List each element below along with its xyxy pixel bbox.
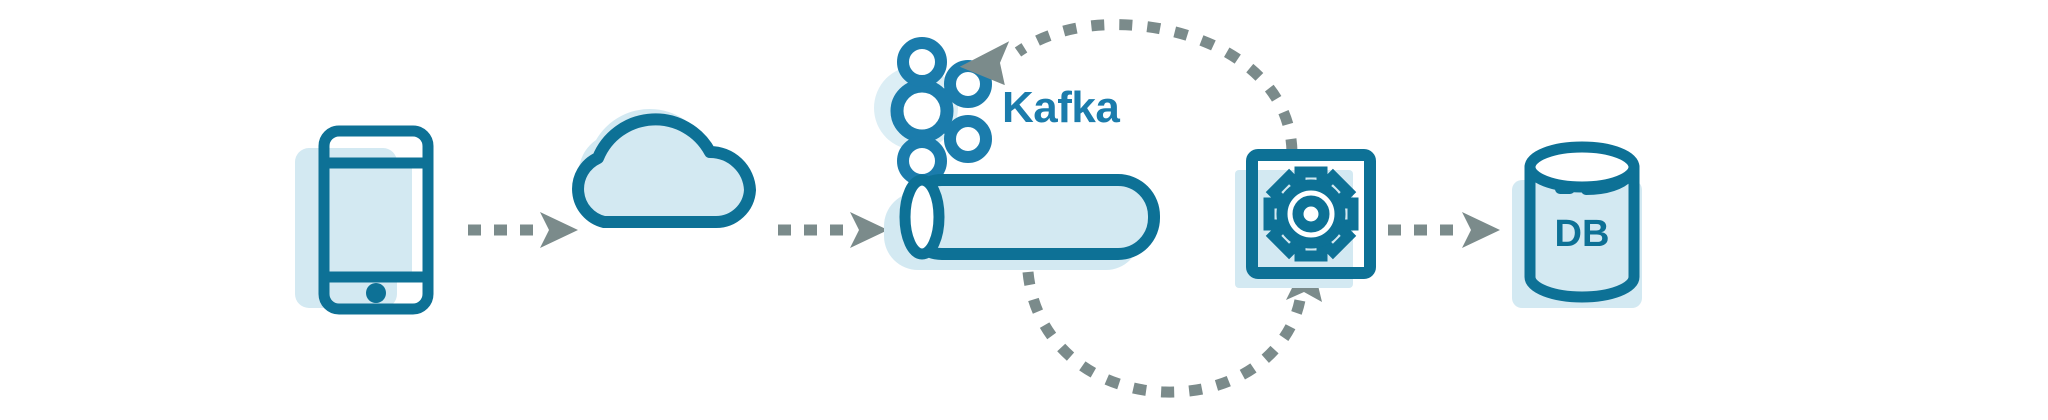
gear-in-box-icon <box>1235 149 1376 288</box>
mobile-phone-body <box>318 125 434 315</box>
processor-box <box>1246 149 1376 279</box>
kafka-logo-node-center <box>890 79 954 143</box>
mobile-phone-icon <box>295 125 434 315</box>
database-label: DB <box>1555 213 1610 255</box>
kafka-logo-icon <box>874 37 992 186</box>
database-side-fill <box>1530 167 1634 297</box>
cloud-icon <box>572 109 756 229</box>
mobile-phone-screen <box>340 168 412 272</box>
connector-topic-to-processor-bottom-path <box>1022 271 1306 398</box>
database-cylinder-icon: DB <box>1512 141 1642 308</box>
connector-processor-to-topic-top <box>959 19 1298 153</box>
kafka-topic-cylinder <box>884 174 1160 270</box>
connector-processor-to-topic-top-arrowhead <box>959 41 1010 86</box>
connector-phone-to-cloud-arrowhead <box>540 212 578 248</box>
kafka-logo-node-bottom <box>897 136 947 186</box>
kafka-logo-node-top <box>897 37 947 87</box>
connector-processor-to-topic-top-path <box>1014 19 1298 153</box>
kafka-topic-open-end <box>899 174 945 260</box>
cloud-body <box>572 113 756 229</box>
mobile-phone-home-button <box>366 283 386 303</box>
connector-phone-to-cloud <box>468 212 578 248</box>
kafka-label: Kafka <box>1002 83 1120 132</box>
processor-gear-icon <box>1263 166 1359 262</box>
connector-processor-to-database-arrowhead <box>1462 212 1500 248</box>
connector-cloud-to-topic <box>778 212 888 248</box>
connector-cloud-to-topic-arrowhead <box>850 212 888 248</box>
connector-processor-to-database <box>1388 212 1500 248</box>
kafka-logo-node-lower-right <box>944 115 992 163</box>
database-body-outline <box>1524 161 1640 303</box>
database-record-tick-long <box>1581 171 1635 195</box>
